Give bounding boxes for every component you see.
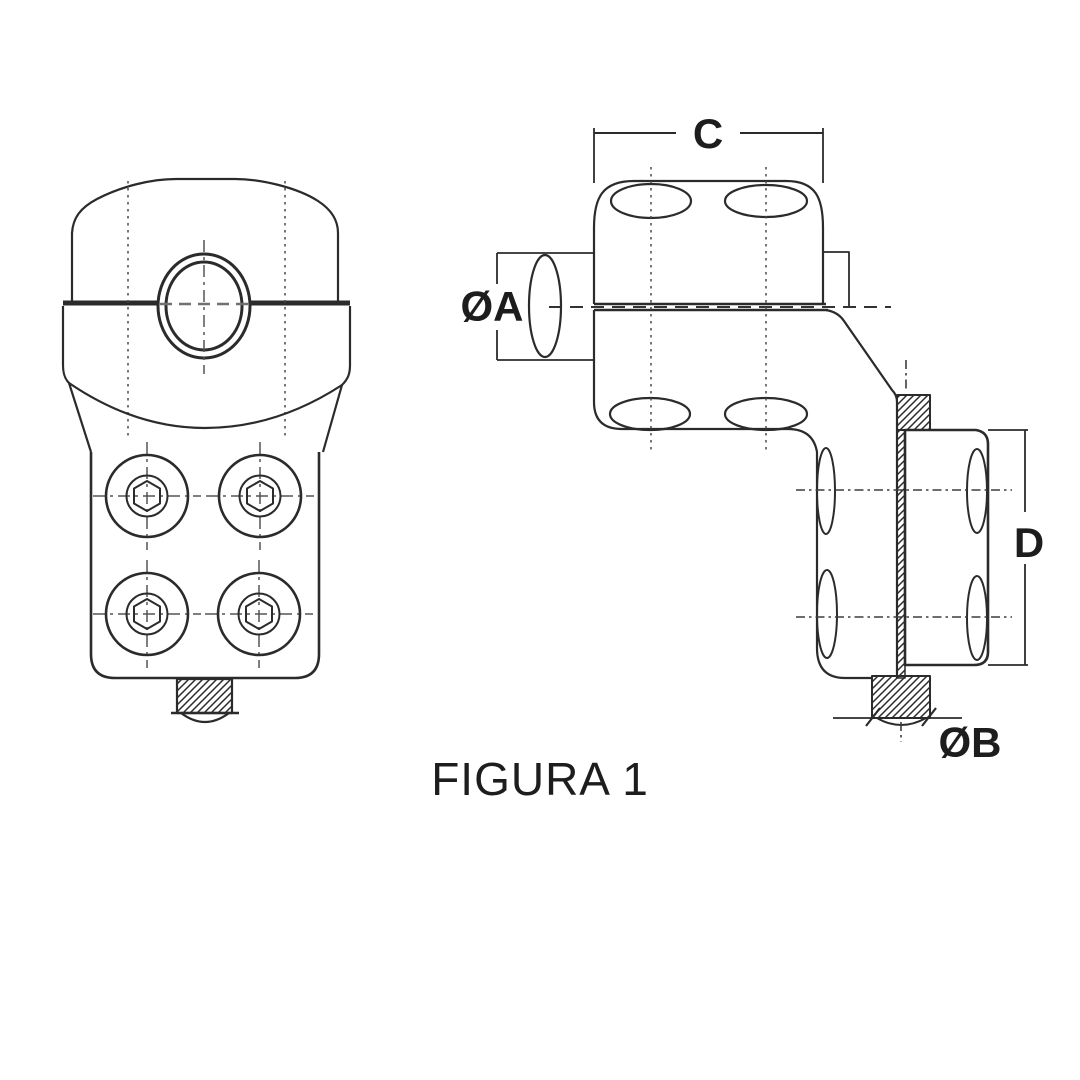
pad-bolt-bottom-left: [91, 558, 203, 670]
bore-tab-right: [823, 251, 850, 306]
dim-b: ØB: [833, 707, 1002, 766]
conductor-end-ellipse: [527, 253, 563, 359]
arm-recess-upper: [816, 447, 836, 535]
dim-b-label: ØB: [939, 719, 1002, 766]
clamp-cap-outline: [70, 177, 340, 303]
pad-bolt-bottom-right: [203, 558, 315, 670]
front-view: [61, 177, 352, 724]
clamp-band-right: [321, 306, 352, 453]
dim-b-tick-left: [865, 707, 881, 727]
front-stud-hatched: [175, 677, 234, 715]
pad-bolt-top-right: [204, 440, 316, 552]
pad-bolt-top-left: [91, 440, 203, 552]
upper-block-outline: [592, 179, 825, 304]
dimensions: C ØA D ØB: [461, 110, 1045, 766]
dim-a-label: ØA: [461, 283, 524, 330]
lower-block-left-outline: [592, 310, 873, 680]
lower-recess-left: [608, 396, 692, 432]
keeper-recess-upper: [966, 448, 988, 534]
side-stud-bottom-hatched: [871, 675, 931, 719]
side-view: [496, 167, 1012, 742]
figure-caption: FIGURA 1: [431, 753, 649, 805]
front-stud-dome: [180, 712, 230, 724]
arm-recess-lower: [816, 569, 838, 659]
keeper-block-outline: [903, 428, 990, 667]
pad-body-outline: [89, 452, 321, 680]
keeper-recess-lower: [966, 575, 988, 661]
dim-d: D: [988, 429, 1044, 666]
clamp-saddle-arc: [68, 382, 343, 430]
clamp-band-left: [61, 306, 93, 453]
dim-c-label: C: [693, 110, 723, 157]
dim-d-label: D: [1014, 519, 1044, 566]
dim-b-tick-right: [921, 707, 937, 727]
dim-c: C: [593, 110, 824, 183]
side-stud-top-hatched: [896, 394, 931, 431]
dim-a: ØA: [461, 283, 524, 330]
side-stud-shank-hatched: [896, 429, 906, 679]
